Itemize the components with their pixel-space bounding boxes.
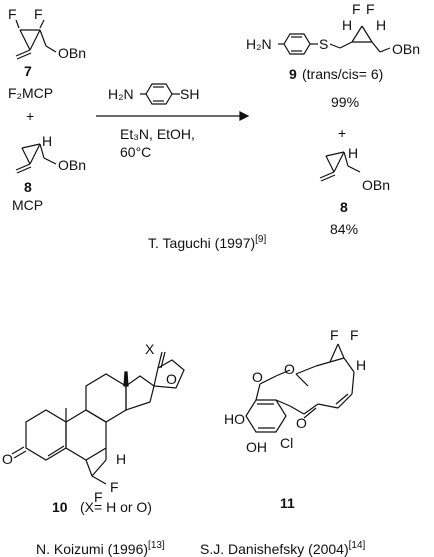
product9-sulfur: S: [319, 36, 328, 52]
cmpd7-fluorine-1: F: [8, 6, 17, 22]
reagent-thiol-label: SH: [180, 86, 199, 102]
cmpd8-left-number: 8: [24, 179, 32, 195]
compound-10-structure: [12, 352, 184, 484]
conditions-line-1: Et₃N, EtOH,: [120, 126, 195, 142]
product9-fluorine-2: F: [366, 1, 375, 17]
product9-number: 9: [289, 66, 297, 82]
cmpd10-fluorine-1: F: [110, 479, 119, 495]
cmpd10-ketone-oxygen: O: [2, 451, 13, 467]
citation-koizumi: N. Koizumi (1996)[13]: [36, 540, 165, 557]
citation-taguchi: T. Taguchi (1997)[9]: [148, 234, 266, 251]
product9-benzene-ring: [278, 34, 318, 54]
product9-yield: 99%: [331, 94, 359, 110]
cmpd10-number: 10: [52, 499, 68, 515]
cmpd8-right-yield: 84%: [330, 221, 358, 237]
conditions-line-2: 60°C: [120, 144, 151, 160]
cmpd11-ketone-oxygen: O: [296, 415, 307, 431]
cmpd11-hydroxyl-left: HO: [224, 411, 245, 427]
reagent-benzene-ring: [140, 84, 180, 104]
cmpd11-chlorine: Cl: [280, 435, 293, 451]
cmpd8-left-name: MCP: [12, 197, 43, 213]
product9-hydrogen-1: H: [342, 17, 352, 33]
compound-7-structure: [16, 20, 56, 59]
product9-trans-cis-ratio: (trans/cis= 6): [302, 66, 383, 82]
plus-sign-left: +: [26, 108, 34, 124]
citation-danishefsky: S.J. Danishefsky (2004)[14]: [200, 540, 366, 557]
cmpd8-right-number: 8: [340, 199, 348, 215]
cmpd7-number: 7: [24, 63, 32, 79]
product9-fluorine-1: F: [352, 1, 361, 17]
cmpd11-hydrogen: H: [356, 357, 366, 373]
cmpd10-x-label: X: [145, 341, 155, 357]
cmpd7-obn-label: OBn: [58, 45, 86, 61]
cmpd8-right-obn-label: OBn: [362, 177, 390, 193]
cmpd10-ring-oxygen: O: [166, 371, 177, 387]
cmpd7-name: F₂MCP: [8, 85, 53, 101]
cmpd8-left-obn-label: OBn: [58, 157, 86, 173]
product9-obn-label: OBn: [392, 41, 420, 57]
cmpd11-lactone-oxygen: O: [252, 369, 263, 385]
cmpd8-right-hydrogen: H: [348, 145, 358, 161]
cmpd7-fluorine-2: F: [34, 6, 43, 22]
reagent-amine-label: H₂N: [108, 86, 134, 102]
cmpd11-hydroxyl-bottom: OH: [246, 439, 267, 455]
cmpd11-fluorine-1: F: [330, 327, 339, 343]
cmpd10-hydrogen: H: [116, 451, 126, 467]
product9-amine-label: H₂N: [246, 36, 272, 52]
cmpd10-note: (X= H or O): [80, 499, 152, 515]
cmpd8-left-hydrogen: H: [42, 133, 52, 149]
cmpd11-ester-oxygen: O: [284, 361, 295, 377]
product9-hydrogen-2: H: [376, 17, 386, 33]
cmpd11-number: 11: [280, 495, 295, 511]
reaction-arrow: [96, 112, 248, 120]
plus-sign-right: +: [338, 125, 346, 141]
cmpd11-fluorine-2: F: [350, 327, 359, 343]
